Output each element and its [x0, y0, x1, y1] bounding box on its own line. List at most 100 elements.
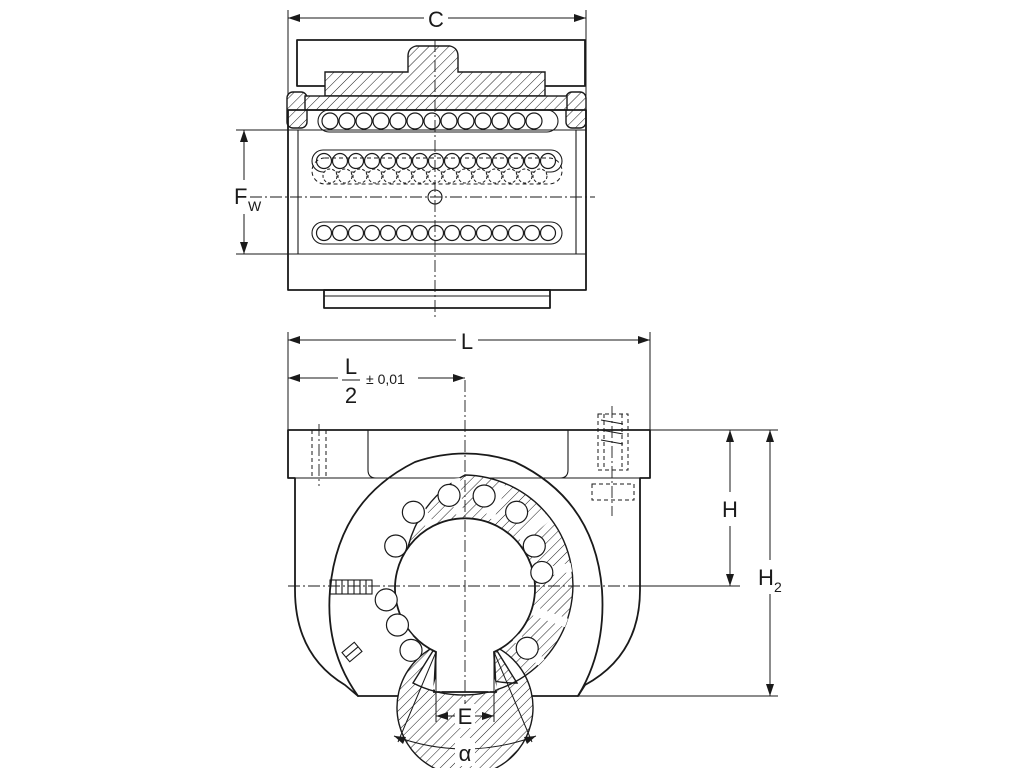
bearing-ball	[395, 224, 413, 242]
ring-ball	[385, 613, 410, 637]
ring-rib	[432, 654, 451, 692]
bearing-ball	[523, 224, 541, 242]
bearing-ball	[525, 112, 543, 130]
ring-ball	[515, 636, 539, 660]
dim-c-arrow-right	[574, 14, 586, 22]
bearing-ball	[411, 224, 429, 242]
ring-ball	[522, 534, 546, 558]
ball-row-1	[321, 112, 543, 130]
bearing-ball	[491, 224, 509, 242]
ring-ball	[374, 588, 398, 612]
bearing-ball	[347, 224, 365, 242]
dim-alpha-leg-left	[397, 651, 437, 743]
dim-h2-arrow-top	[766, 430, 774, 442]
dim-c-label: C	[428, 7, 444, 32]
bearing-ball	[411, 152, 429, 170]
dim-half-l-denominator: 2	[345, 383, 357, 408]
bearing-ball	[321, 112, 339, 130]
ring-ball	[530, 560, 554, 585]
dim-half-l-label-bg	[338, 352, 418, 410]
ring-rib	[485, 482, 507, 520]
bearing-ball	[457, 168, 473, 184]
bearing-ball	[475, 224, 493, 242]
ring-ball	[401, 500, 425, 524]
dim-e-arrow-right	[482, 712, 494, 720]
left-mounting-hole	[311, 424, 327, 486]
dim-l-label: L	[461, 329, 473, 354]
dim-e-label: E	[458, 704, 473, 729]
ring-rib	[379, 628, 413, 659]
dim-h-arrow-bottom	[726, 574, 734, 586]
bearing-ball	[389, 112, 407, 130]
adjustment-set-screw	[329, 579, 373, 595]
dim-e-label-bg	[455, 704, 475, 728]
bearing-ball	[379, 152, 397, 170]
bearing-ball	[412, 168, 428, 184]
bearing-ball	[315, 224, 333, 242]
bearing-ball	[352, 168, 368, 184]
ball-row-2	[315, 152, 557, 170]
bearing-ball	[331, 224, 349, 242]
front-view: L L 2 ± 0,01 H H 2 E	[287, 328, 782, 768]
bearing-ball	[322, 168, 338, 184]
dim-alpha-leg-right	[493, 651, 533, 743]
dim-l-label-bg	[456, 328, 478, 352]
dim-h2-label: H	[758, 565, 774, 590]
bearing-ball	[331, 152, 349, 170]
bearing-ball	[491, 152, 509, 170]
dim-h2-label-sub: 2	[774, 579, 782, 595]
lubrication-nipple	[341, 641, 363, 663]
top-view: C F W	[234, 6, 595, 318]
bearing-ball	[423, 112, 441, 130]
bearing-ball	[517, 168, 533, 184]
bearing-ball	[363, 224, 381, 242]
bearing-ball	[440, 112, 458, 130]
dim-c-arrow-left	[288, 14, 300, 22]
ring-rib	[359, 553, 397, 572]
dim-alpha-arrow-right	[524, 736, 536, 744]
dim-half-l-tolerance: ± 0,01	[366, 371, 405, 387]
ball-track-4	[311, 221, 563, 245]
ball-row-4	[315, 224, 557, 242]
dim-fw-label: F	[234, 184, 247, 209]
dim-h-arrow-top	[726, 430, 734, 442]
ring-ball	[399, 638, 423, 662]
ball-row-3	[322, 168, 548, 184]
bearing-ball	[355, 112, 373, 130]
dim-alpha-label-bg	[455, 738, 475, 766]
housing-top-recess	[367, 430, 569, 479]
top-main-body	[287, 109, 587, 291]
bearing-ball	[379, 224, 397, 242]
bearing-ball	[459, 152, 477, 170]
bearing-ball	[532, 168, 548, 184]
ball-track-1	[317, 109, 559, 133]
bearing-ball	[487, 168, 503, 184]
dim-fw-label-sub: W	[248, 198, 262, 214]
bearing-ball	[337, 168, 353, 184]
bearing-ball	[508, 112, 526, 130]
dim-l-arrow-right	[638, 336, 650, 344]
dim-e-arrow-left	[436, 712, 448, 720]
bearing-ball	[491, 112, 509, 130]
bearing-ball	[472, 168, 488, 184]
dim-fw-arrow-bottom	[240, 242, 248, 254]
bearing-ball	[367, 168, 383, 184]
dim-half-l-arrow-right	[453, 374, 465, 382]
bearing-ball	[475, 152, 493, 170]
right-mounting-screw	[591, 406, 635, 516]
ball-return-track	[311, 157, 563, 185]
bearing-ball	[427, 152, 445, 170]
ring-rib	[479, 654, 498, 692]
dim-c-label-bg	[424, 6, 448, 30]
bearing-ball	[443, 224, 461, 242]
ring-rib	[517, 513, 551, 544]
bearing-ball	[507, 224, 525, 242]
ring-ball	[384, 534, 408, 558]
dim-h2-arrow-bottom	[766, 684, 774, 696]
dim-alpha-label: α	[459, 741, 472, 766]
ring-ball	[472, 484, 496, 508]
dim-half-l-arrow-left	[288, 374, 300, 382]
bearing-ball	[406, 112, 424, 130]
dim-l-arrow-left	[288, 336, 300, 344]
bearing-ball	[395, 152, 413, 170]
